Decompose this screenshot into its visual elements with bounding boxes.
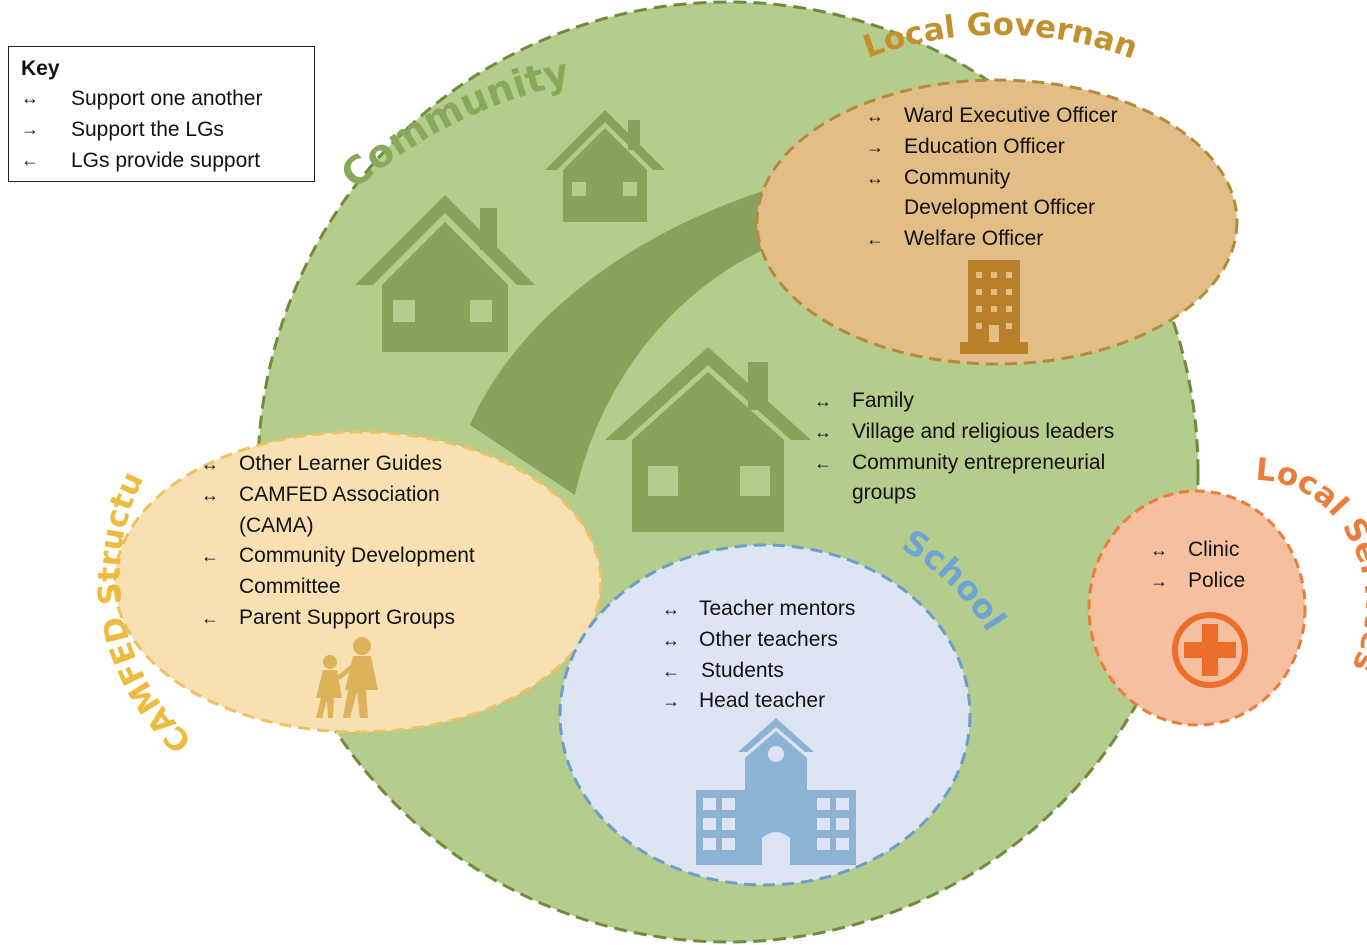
list-item: ↔ Family <box>814 386 1114 417</box>
list-item-label: Clinic <box>1188 538 1240 561</box>
road-icon <box>470 180 800 495</box>
list-item: ↔ Other teachers <box>662 625 855 656</box>
school-building-icon <box>696 718 856 865</box>
relation-symbol: ↔ <box>866 167 884 188</box>
relation-symbol: ← <box>662 660 680 681</box>
list-item-label: Students <box>701 658 784 682</box>
list-item-label: Teacher mentors <box>699 597 856 620</box>
house-window <box>648 466 678 496</box>
relation-symbol: ↔ <box>1150 540 1168 560</box>
relation-symbol: ↔ <box>662 599 680 619</box>
list-item-label: Police <box>1188 568 1246 592</box>
list-item: ↔ Teacher mentors <box>662 594 855 625</box>
relation-symbol: ↔ <box>201 484 219 505</box>
key-label: Support the LGs <box>71 118 224 141</box>
list-item-label: Ward Executive Officer <box>904 104 1118 127</box>
key-label: Support one another <box>71 87 263 110</box>
list-item: ← Welfare Officer <box>866 224 1118 255</box>
camfed-structures-list: ↔ Other Learner Guides ↔ CAMFED Associatio… <box>201 449 475 634</box>
list-item: → Police <box>1150 566 1245 597</box>
key-symbol: ↔ <box>21 88 39 108</box>
list-item: ← Students <box>662 656 855 687</box>
house-icon <box>545 110 665 222</box>
list-item: ↔ Other Learner Guides <box>201 449 475 480</box>
relation-symbol: → <box>866 136 884 157</box>
list-item: ↔ Ward Executive Officer <box>866 101 1118 132</box>
key-legend: Key ↔ Support one another → Support the … <box>8 46 315 182</box>
family-walking-icon <box>316 637 378 718</box>
list-item-label: Education Officer <box>904 134 1065 158</box>
key-label: LGs provide support <box>71 149 261 172</box>
relation-symbol: ↔ <box>866 106 884 126</box>
list-item: ↔ Village and religious leaders <box>814 417 1114 448</box>
school-circle <box>558 543 972 887</box>
list-item: ↔ Clinic <box>1150 535 1245 566</box>
list-item: ← Parent Support Groups <box>201 603 475 634</box>
list-item: → Education Officer <box>866 132 1118 163</box>
list-item: → Head teacher <box>662 686 855 717</box>
relation-symbol: → <box>662 691 680 712</box>
house-window <box>470 300 492 322</box>
local-governance-ellipse <box>755 78 1239 366</box>
key-item: → Support the LGs <box>21 114 314 145</box>
house-window <box>572 182 586 196</box>
list-item-label: CAMFED Association(CAMA) <box>239 482 440 537</box>
list-item-label: Family <box>852 389 914 412</box>
medical-cross-icon <box>1172 612 1248 688</box>
local-services-list: ↔ Clinic → Police <box>1150 535 1245 597</box>
list-item-label: Other Learner Guides <box>239 452 443 475</box>
relation-symbol: ↔ <box>814 391 832 411</box>
school-list: ↔ Teacher mentors ↔ Other teachers ← Studen… <box>662 594 855 717</box>
camfed-structures-ellipse <box>113 430 603 734</box>
list-item-label: Parent Support Groups <box>239 605 455 629</box>
house-window <box>740 466 770 496</box>
list-item: ↔ CAMFED Association(CAMA) <box>201 480 475 542</box>
community-list: ↔ Family ↔ Village and religious leaders ←… <box>814 386 1114 509</box>
house-window <box>623 182 637 196</box>
relation-symbol: ← <box>201 607 219 628</box>
key-title: Key <box>21 57 60 80</box>
key-symbol: → <box>21 119 39 139</box>
list-item-label: Other teachers <box>699 627 838 651</box>
list-item-label: Welfare Officer <box>904 227 1044 251</box>
local-services-circle <box>1087 489 1307 727</box>
key-item: ← LGs provide support <box>21 145 314 176</box>
relation-symbol: → <box>1150 570 1168 591</box>
relation-symbol: ← <box>201 546 219 567</box>
relation-symbol: ← <box>866 229 884 250</box>
relation-symbol: ← <box>814 452 832 473</box>
relation-symbol: ↔ <box>814 421 832 442</box>
list-item-label: Head teacher <box>699 689 826 713</box>
relation-symbol: ↔ <box>662 629 680 650</box>
office-building-icon <box>960 260 1028 354</box>
house-window <box>393 300 415 322</box>
relation-symbol: ↔ <box>201 454 219 474</box>
local-governance-list: ↔ Ward Executive Officer → Education Offic… <box>866 101 1118 255</box>
key-symbol: ← <box>21 150 39 170</box>
list-item-label: Village and religious leaders <box>852 419 1115 443</box>
key-item: ↔ Support one another <box>21 83 314 114</box>
